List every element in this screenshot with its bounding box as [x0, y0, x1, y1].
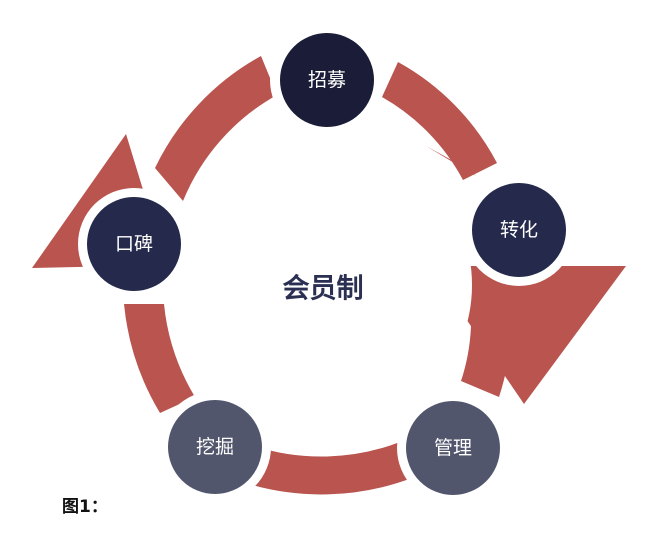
node-mine-label: 挖掘 [196, 436, 234, 458]
node-word-of-mouth-disk [87, 197, 181, 291]
node-word-of-mouth-label: 口碑 [115, 233, 153, 255]
node-recruit: 招募 [270, 23, 384, 137]
node-manage-disk [406, 401, 500, 495]
node-mine: 挖掘 [159, 391, 271, 503]
node-convert: 转化 [463, 174, 575, 286]
arc-segment-top-left [155, 56, 277, 201]
node-mine-disk [168, 400, 262, 494]
arrow-right [430, 266, 626, 404]
arc-segment-left [124, 304, 195, 413]
arrow-top-right-notch [426, 146, 476, 176]
node-manage-label: 管理 [434, 437, 472, 459]
arc-segment-bottom [242, 442, 412, 495]
node-manage: 管理 [397, 392, 509, 504]
node-convert-label: 转化 [500, 219, 538, 241]
node-recruit-label: 招募 [308, 69, 346, 91]
node-convert-disk [472, 183, 566, 277]
arc-segment-top-right [382, 62, 497, 180]
node-recruit-disk [280, 33, 374, 127]
figure-caption: 图1： [62, 497, 108, 517]
node-word-of-mouth: 口碑 [78, 188, 190, 300]
center-label: 会员制 [283, 274, 364, 305]
center-disk [172, 135, 472, 435]
